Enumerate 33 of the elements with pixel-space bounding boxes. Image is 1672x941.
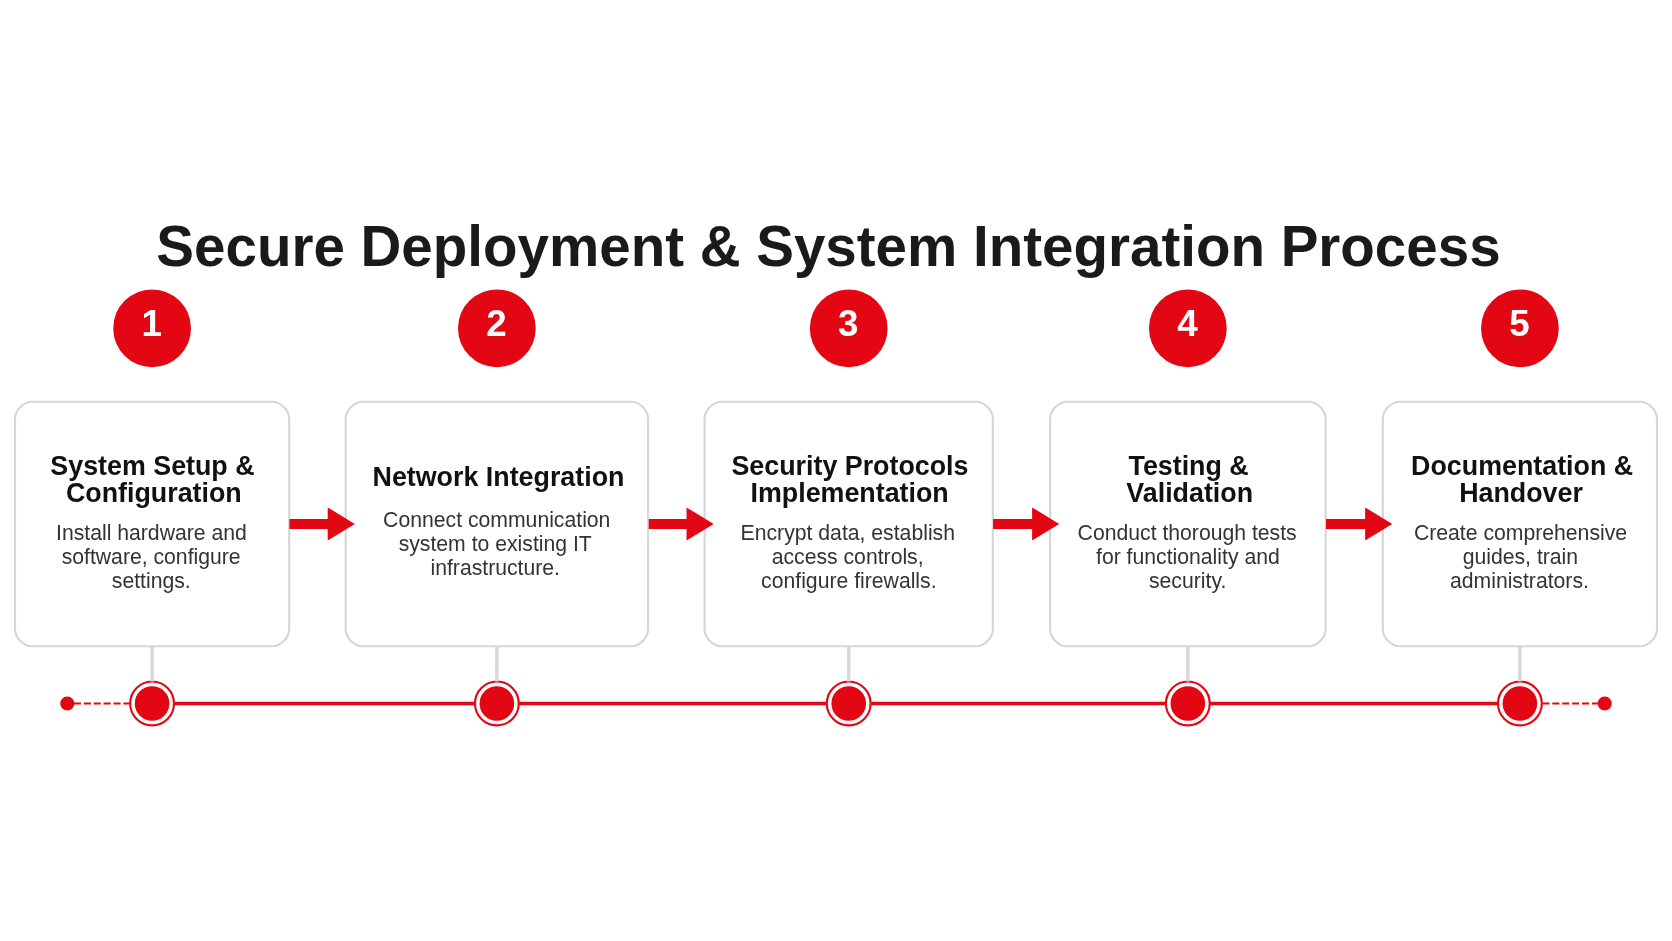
arrow [648, 506, 714, 541]
node-circle [473, 680, 520, 726]
node-circle [129, 680, 176, 726]
node-circle: 4 [1149, 288, 1227, 367]
arrow [1326, 506, 1393, 541]
diagram-title: Secure Deployment & System Integration Process [156, 214, 1501, 278]
connector [1518, 646, 1522, 681]
node-box: Security Protocols Implementation Encrypt data, establish access controls, configure firewalls. [703, 400, 994, 647]
node-box: Documentation & Handover Create comprehensive guides, train administrators. [1381, 400, 1659, 647]
node-box: Network Integration Connect communication system to existing IT infrastructure. [344, 400, 650, 647]
connector [518, 701, 827, 705]
node-box: Testing & Validation Conduct thorough tests for functionality and security. [1049, 400, 1327, 647]
connector [1209, 701, 1498, 705]
connector [73, 701, 131, 704]
connector [174, 701, 475, 705]
node-circle [60, 695, 75, 710]
connector [846, 646, 851, 681]
node-circle: 1 [113, 288, 191, 367]
node-circle: 3 [809, 288, 888, 367]
node-circle [1597, 695, 1612, 710]
connector [871, 701, 1166, 705]
connector [495, 646, 499, 681]
node-circle: 2 [458, 288, 536, 367]
connector [1186, 646, 1190, 681]
node-circle [825, 680, 872, 726]
arrow [289, 506, 355, 541]
connector [150, 646, 154, 681]
node-circle: 5 [1481, 288, 1559, 367]
arrow [993, 506, 1060, 541]
node-circle [1496, 680, 1543, 726]
connector [1542, 701, 1598, 704]
node-box: System Setup & Configuration Install hardware and software, configure settings. [13, 400, 291, 647]
node-circle [1164, 680, 1211, 726]
